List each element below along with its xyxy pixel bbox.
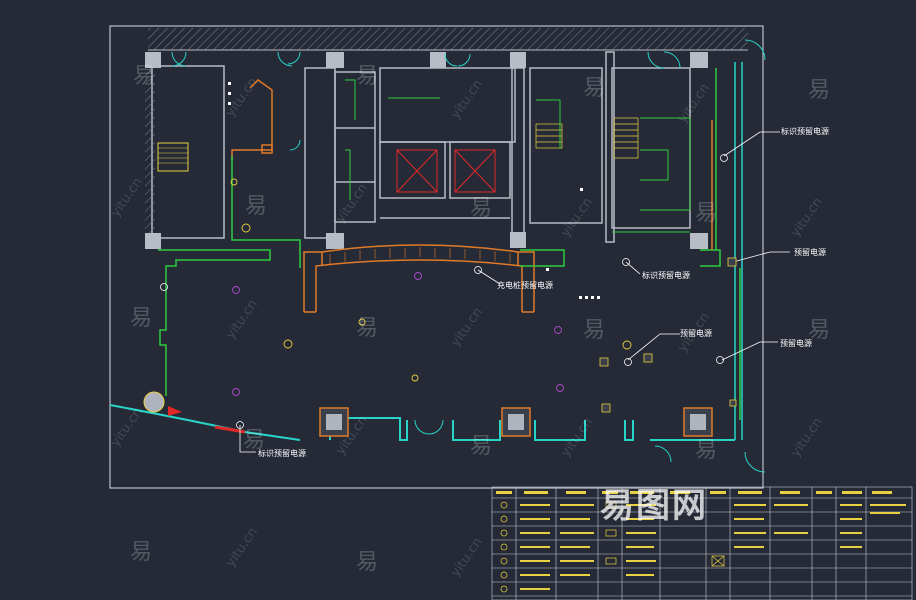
legend-table (491, 486, 913, 600)
lift-shafts (396, 149, 496, 193)
label-sign-power-bottom: 标识预留电源 (258, 449, 306, 458)
orange-arch (303, 244, 535, 313)
left-room-wall (145, 60, 155, 246)
power-markers (160, 154, 728, 429)
legend-symbols (500, 501, 725, 593)
purple-markers (232, 272, 564, 396)
core-walls (304, 51, 691, 243)
bottom-facade (109, 404, 735, 441)
label-charging-power: 充电桩预留电源 (497, 281, 553, 290)
ap-markers (230, 178, 632, 382)
right-stair (535, 117, 639, 159)
legend-text-marks (496, 491, 906, 590)
stair-green (345, 79, 691, 233)
label-sign-power-center: 标识预留电源 (642, 271, 690, 280)
left-stair (157, 142, 189, 172)
label-reserved-power-right-2: 预留电源 (780, 339, 812, 348)
sheet-border (109, 25, 764, 489)
door-swings (171, 39, 766, 473)
orange-room (231, 79, 273, 160)
display-cases (319, 407, 713, 437)
right-facade (734, 62, 743, 440)
top-wall-hatch (148, 28, 748, 50)
round-column (143, 391, 165, 413)
red-flag (168, 406, 182, 416)
columns (145, 52, 708, 249)
green-wiring (158, 68, 741, 420)
left-stair-steps (158, 147, 188, 164)
label-reserved-power-right-1: 预留电源 (794, 248, 826, 257)
marker-dots (228, 82, 600, 299)
arch-ticks (329, 247, 511, 264)
equipment-boxes (599, 257, 737, 413)
label-sign-power-top-right: 标识预留电源 (781, 127, 829, 136)
leader-lines (239, 131, 790, 453)
label-reserved-power-middle: 预留电源 (680, 329, 712, 338)
